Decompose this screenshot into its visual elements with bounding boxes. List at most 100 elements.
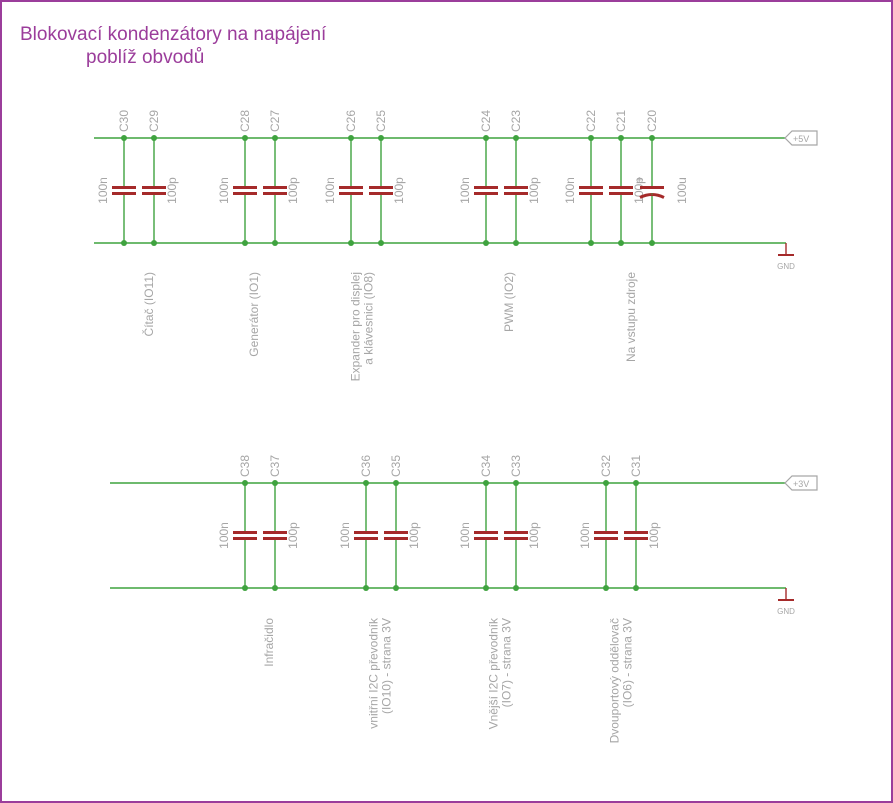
bottom-rail-junction-bottom (393, 585, 399, 591)
top-rail-cap-value: 100p (392, 177, 406, 204)
top-rail-junction-bottom (513, 240, 519, 246)
top-rail-cap-value: 100n (96, 177, 110, 204)
top-rail-junction-top (121, 135, 127, 141)
top-rail-group-label: Generátor (IO1) (247, 272, 261, 357)
top-rail-group-label: Expander pro displej (349, 272, 363, 381)
top-rail-junction-top (649, 135, 655, 141)
top-rail-group-label: Na vstupu zdroje (624, 272, 638, 362)
top-rail-cap-name: C21 (614, 110, 628, 132)
top-rail-cap-name: C24 (479, 110, 493, 132)
top-rail-cap-value: 100n (323, 177, 337, 204)
top-rail-junction-bottom (151, 240, 157, 246)
top-rail-junction-top (242, 135, 248, 141)
top-rail-cap-name: C23 (509, 110, 523, 132)
bottom-rail-supply-port (784, 475, 818, 491)
top-rail-gnd-label: GND (777, 262, 795, 271)
top-rail-junction-bottom (618, 240, 624, 246)
bottom-rail-junction-bottom (513, 585, 519, 591)
sheet-title-line-2: poblíž obvodů (86, 47, 205, 68)
bottom-rail-cap-value: 100p (647, 522, 661, 549)
bottom-rail-junction-bottom (242, 585, 248, 591)
bottom-rail-cap-name: C35 (389, 455, 403, 477)
bottom-rail-group-label: (IO7) - strana 3V (500, 618, 514, 707)
bottom-rail-cap-name: C37 (268, 455, 282, 477)
top-rail-cap-value: 100n (217, 177, 231, 204)
top-rail-cap-name: C27 (268, 110, 282, 132)
top-rail-junction-bottom (588, 240, 594, 246)
bottom-rail-gnd-label: GND (777, 607, 795, 616)
bottom-rail-cap-value: 100n (458, 522, 472, 549)
top-rail-junction-top (483, 135, 489, 141)
top-rail-cap-value: 100p (286, 177, 300, 204)
top-rail-junction-top (378, 135, 384, 141)
bottom-rail-cap-value: 100p (286, 522, 300, 549)
top-rail-cap-name: C20 (645, 110, 659, 132)
top-rail-cap-value: 100p (165, 177, 179, 204)
bottom-rail-junction-top (242, 480, 248, 486)
top-rail-cap-name: C22 (584, 110, 598, 132)
bottom-rail-group-label: Infračidlo (262, 618, 276, 667)
top-rail-junction-bottom (483, 240, 489, 246)
bottom-rail-cap-name: C33 (509, 455, 523, 477)
top-rail-cap-value: 100n (458, 177, 472, 204)
bottom-rail-cap-value: 100n (338, 522, 352, 549)
bottom-rail-cap-name: C36 (359, 455, 373, 477)
top-rail-cap-name: C29 (147, 110, 161, 132)
bottom-rail-junction-top (272, 480, 278, 486)
top-rail-junction-top (348, 135, 354, 141)
bottom-rail-cap-name: C31 (629, 455, 643, 477)
bottom-rail-cap-value: 100p (527, 522, 541, 549)
bottom-rail-group-label: vnitřní I2C převodník (367, 617, 381, 729)
bottom-rail-junction-top (633, 480, 639, 486)
top-rail-supply-port (784, 130, 818, 146)
bottom-rail-junction-bottom (363, 585, 369, 591)
bottom-rail-group-label: Vnější I2C převodník (487, 617, 501, 729)
bottom-rail-junction-top (513, 480, 519, 486)
sheet-title-line-1: Blokovací kondenzátory na napájení (20, 24, 327, 45)
top-rail-junction-top (151, 135, 157, 141)
top-rail-junction-top (272, 135, 278, 141)
bottom-rail-junction-bottom (272, 585, 278, 591)
bottom-rail-junction-top (363, 480, 369, 486)
top-rail-group-label: PWM (IO2) (502, 272, 516, 332)
top-rail-group-label: a klávesnici (IO8) (362, 272, 376, 365)
bottom-rail-junction-top (483, 480, 489, 486)
top-rail-cap-value: 100p (527, 177, 541, 204)
bottom-rail-group-label: Dvouportový oddělovač (608, 618, 622, 743)
bottom-rail-junction-top (603, 480, 609, 486)
bottom-rail-cap-value: 100p (407, 522, 421, 549)
top-rail-junction-bottom (378, 240, 384, 246)
bottom-rail-cap-value: 100n (217, 522, 231, 549)
top-rail-junction-top (513, 135, 519, 141)
bottom-rail-cap-value: 100n (578, 522, 592, 549)
top-rail-cap-name: C25 (374, 110, 388, 132)
bottom-rail-junction-bottom (603, 585, 609, 591)
bottom-rail-cap-name: C32 (599, 455, 613, 477)
top-rail-junction-top (618, 135, 624, 141)
top-rail-supply-label: +5V (793, 134, 809, 144)
top-rail-junction-bottom (649, 240, 655, 246)
top-rail-cap-value: 100u (675, 177, 689, 204)
bottom-rail-cap-name: C38 (238, 455, 252, 477)
bottom-rail-junction-top (393, 480, 399, 486)
top-rail-junction-top (588, 135, 594, 141)
top-rail-junction-bottom (272, 240, 278, 246)
top-rail-cap-name: C26 (344, 110, 358, 132)
top-rail-junction-bottom (121, 240, 127, 246)
bottom-rail-cap-name: C34 (479, 455, 493, 477)
top-rail-cap-value: 100n (563, 177, 577, 204)
top-rail-cap-polarity-mark: + (636, 175, 642, 187)
top-rail-cap-name: C28 (238, 110, 252, 132)
bottom-rail-group-label: (IO10) - strana 3V (380, 618, 394, 714)
bottom-rail-junction-bottom (633, 585, 639, 591)
bottom-rail-supply-label: +3V (793, 479, 809, 489)
bottom-rail-junction-bottom (483, 585, 489, 591)
top-rail-junction-bottom (348, 240, 354, 246)
top-rail-cap-name: C30 (117, 110, 131, 132)
bottom-rail-group-label: (IO6) - strana 3V (621, 618, 635, 707)
top-rail-junction-bottom (242, 240, 248, 246)
top-rail-group-label: Čítač (IO11) (141, 272, 156, 336)
